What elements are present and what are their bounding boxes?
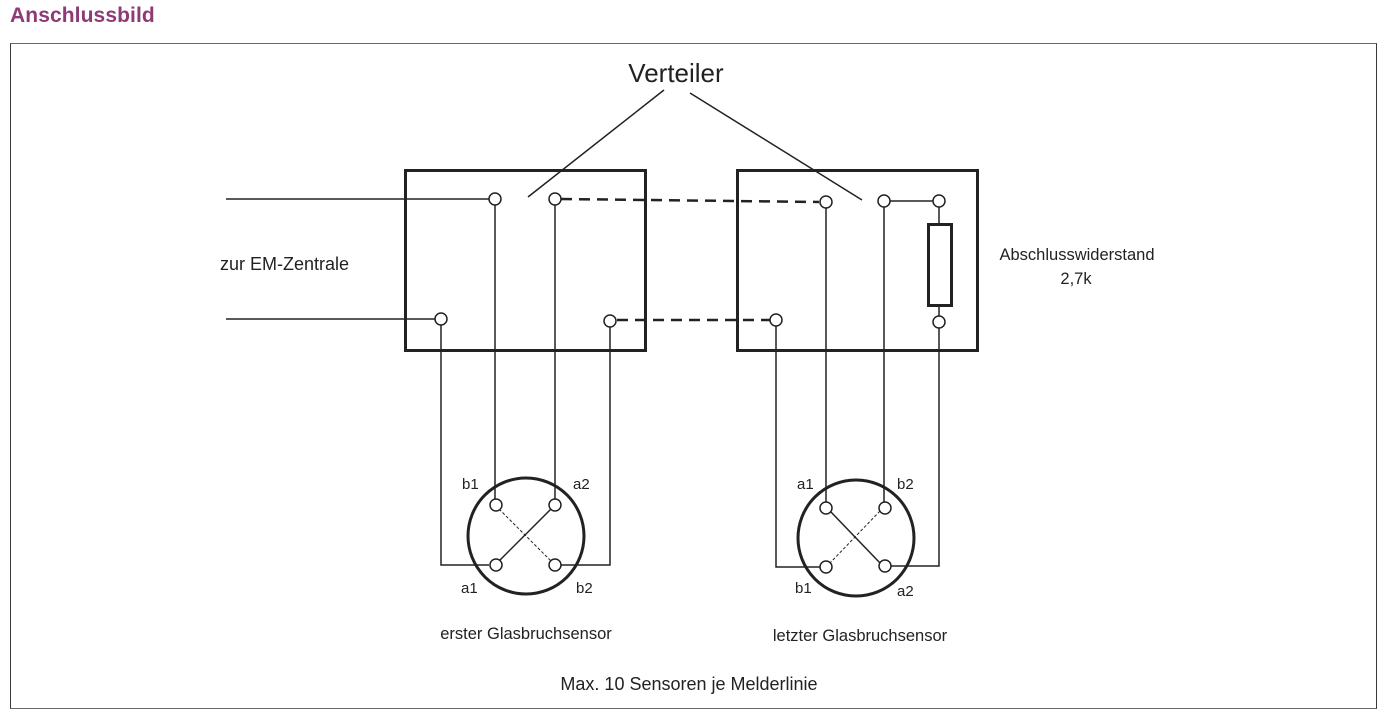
wire-b2-sensor1: [561, 327, 611, 566]
terminal-right-bottom-1: [769, 313, 783, 327]
sensor-1-label-a1: a1: [461, 580, 478, 597]
distributor-box-right: [736, 169, 979, 352]
sensor-1-terminal-b2: [548, 558, 562, 572]
diagram-frame: [10, 43, 1377, 709]
sensor-1-body: [466, 476, 586, 596]
sensor-1-terminal-b1: [489, 498, 503, 512]
sensor-2-terminal-b1: [819, 560, 833, 574]
sensor-2-label-a1: a1: [797, 476, 814, 493]
distributor-pointer-left: [527, 89, 665, 198]
terminal-right-top-2: [877, 194, 891, 208]
terminal-left-top-1: [488, 192, 502, 206]
sensor-2-dotted-link: [829, 510, 881, 564]
sensor-2-terminal-a2: [878, 559, 892, 573]
sensor-2-terminal-a1: [819, 501, 833, 515]
sensor-1-label-b1: b1: [462, 476, 479, 493]
sensor-1-terminal-a2: [548, 498, 562, 512]
distributor-pointer-right: [689, 92, 863, 201]
resistor-value: 2,7k: [1060, 270, 1092, 288]
sensor-2-label-b1: b1: [795, 580, 812, 597]
sensor-1-terminal-a1: [489, 558, 503, 572]
page-title: Anschlussbild: [10, 4, 155, 27]
panel-label: zur EM-Zentrale: [220, 254, 349, 274]
terminal-right-top-1: [819, 195, 833, 209]
sensor-2-terminal-b2: [878, 501, 892, 515]
resistor-label: Abschlusswiderstand: [1000, 246, 1155, 264]
terminal-left-bottom-1: [434, 312, 448, 326]
sensor-1-solid-link: [498, 508, 552, 562]
footer-note: Max. 10 Sensoren je Melderlinie: [560, 674, 817, 694]
dashed-link-top: [560, 197, 820, 204]
wire-a1-sensor1: [440, 325, 489, 566]
sensor-2-label-b2: b2: [897, 476, 914, 493]
terminal-left-bottom-2: [603, 314, 617, 328]
terminating-resistor: [927, 223, 953, 307]
terminal-left-top-2: [548, 192, 562, 206]
sensor-2-body: [796, 478, 916, 598]
terminal-resistor-bottom: [932, 315, 946, 329]
sensor-2-name: letzter Glasbruchsensor: [773, 627, 948, 645]
sensor-2-label-a2: a2: [897, 583, 914, 600]
terminal-resistor-top: [932, 194, 946, 208]
sensor-1-label-a2: a2: [573, 476, 590, 493]
distributor-label: Verteiler: [628, 58, 724, 88]
sensor-1-name: erster Glasbruchsensor: [440, 625, 612, 643]
sensor-1-label-b2: b2: [576, 580, 593, 597]
distributor-box-left: [404, 169, 647, 352]
